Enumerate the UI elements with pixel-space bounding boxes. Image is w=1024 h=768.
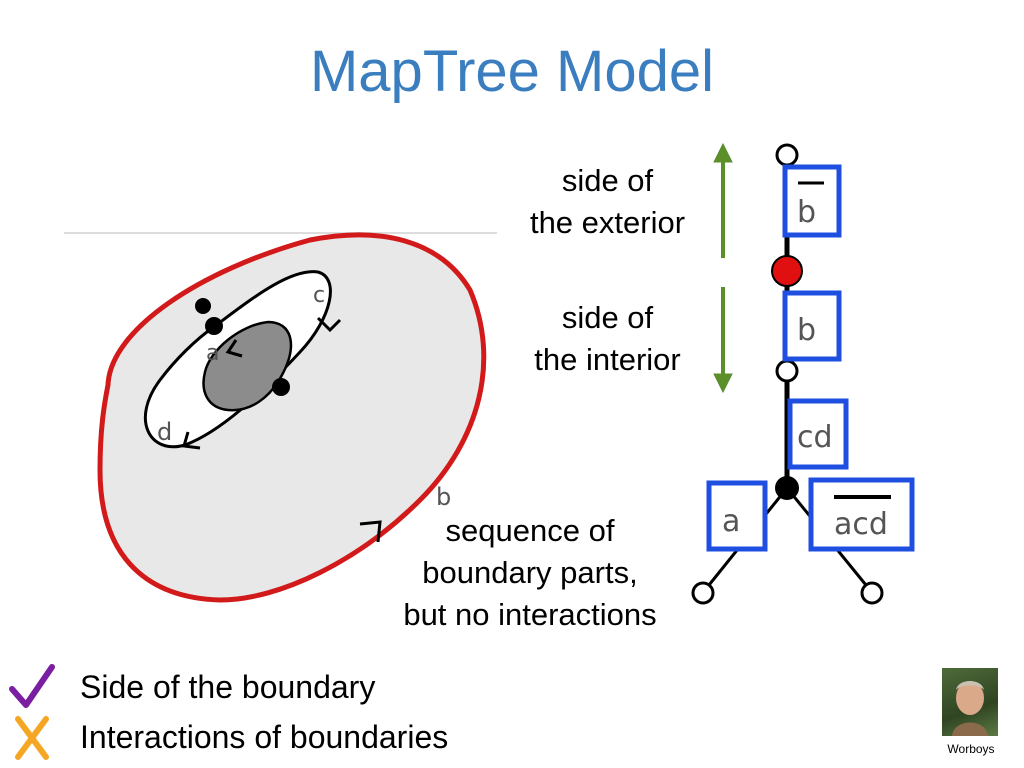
node-dot — [205, 317, 223, 335]
box-b — [782, 290, 842, 362]
map-label-d: d — [157, 418, 172, 446]
legend-item-interactions: Interactions of boundaries — [8, 712, 448, 762]
box-acd-bar — [808, 477, 915, 552]
box-b-bar — [782, 164, 842, 238]
interior-arrow-icon — [713, 287, 733, 394]
slide-title: MapTree Model — [309, 39, 715, 104]
legend-item-side: Side of the boundary — [8, 662, 375, 712]
label-interior: side of the interior — [534, 300, 681, 377]
label-exterior: side of the exterior — [529, 163, 686, 240]
tree-node-filled — [775, 476, 799, 500]
tree-node — [775, 359, 799, 383]
box-acd-bar-label: acd — [834, 507, 888, 542]
tree-node — [691, 581, 715, 605]
legend-text-side: Side of the boundary — [80, 668, 376, 705]
box-b-label: b — [797, 313, 816, 348]
legend-text-interactions: Interactions of boundaries — [80, 718, 449, 755]
maptree-diagram: b b cd a acd — [691, 142, 915, 605]
outer-region — [97, 232, 487, 603]
author-credit: Worboys — [947, 742, 995, 756]
map-label-a: a — [206, 341, 219, 366]
box-a-label: a — [722, 504, 740, 539]
arrow-d-icon — [182, 431, 201, 450]
box-a — [706, 480, 768, 552]
map-diagram: c a d b — [64, 232, 497, 603]
cross-icon — [15, 716, 49, 760]
author-portrait — [942, 668, 998, 736]
tree-node — [775, 143, 799, 167]
box-cd — [787, 398, 849, 470]
node-dot — [272, 378, 290, 396]
label-sequence: sequence of boundary parts, but no inter… — [403, 513, 657, 632]
arrow-a-icon — [225, 339, 243, 358]
box-b-bar-label: b — [797, 195, 816, 230]
arrow-b-icon — [359, 520, 382, 543]
map-label-c: c — [313, 283, 325, 308]
map-label-b: b — [436, 483, 451, 511]
inner-region-a — [202, 320, 293, 412]
check-icon — [9, 664, 55, 708]
exterior-arrow-icon — [713, 142, 733, 258]
box-cd-label: cd — [797, 420, 833, 455]
arrow-c-icon — [316, 316, 342, 333]
tree-node-red — [771, 255, 803, 287]
node-dot — [195, 298, 211, 314]
tree-node — [860, 581, 884, 605]
